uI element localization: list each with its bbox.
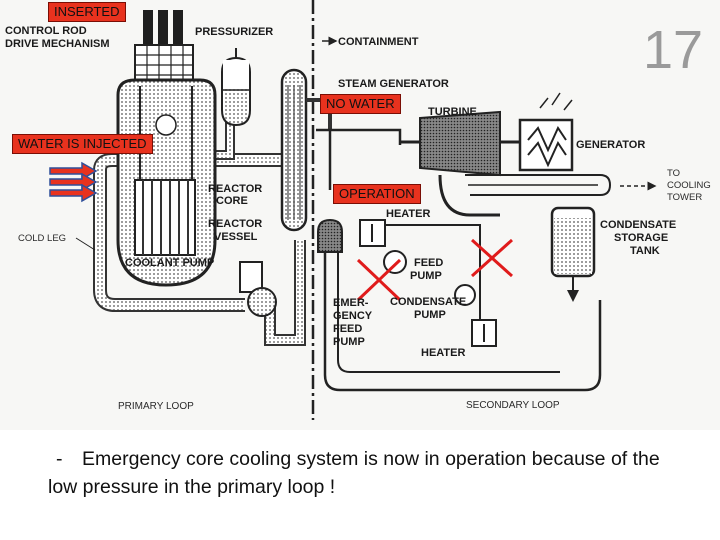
diagram-background — [0, 0, 720, 430]
blocked-cross-left — [356, 258, 402, 302]
callout-inserted: INSERTED — [48, 2, 126, 22]
label-emergency-2: GENCY — [333, 310, 373, 322]
label-to-cooling-2: COOLING — [667, 180, 711, 191]
label-to-cooling-1: TO — [667, 168, 680, 179]
caption-text: Emergency core cooling system is now in … — [48, 448, 660, 498]
cold-leg-pointer — [75, 237, 96, 251]
label-condensate-pump-2: PUMP — [414, 309, 446, 321]
label-to-cooling-3: TOWER — [667, 192, 702, 203]
reactor-core — [134, 179, 196, 256]
label-cold-leg: COLD LEG — [18, 233, 66, 244]
callout-no-water: NO WATER — [320, 94, 401, 114]
label-reactor-core-1: REACTOR — [208, 183, 262, 195]
reactor-vessel — [116, 78, 217, 287]
feedwater-heater-top — [359, 219, 386, 247]
reactor-diagram: CONTROL ROD DRIVE MECHANISM PRESSURIZER … — [0, 0, 720, 430]
caption-dash: - — [56, 448, 63, 470]
label-generator: GENERATOR — [576, 139, 645, 151]
label-secondary-loop: SECONDARY LOOP — [466, 400, 560, 411]
feedwater-heater-bottom — [471, 319, 497, 347]
coolant-pump — [239, 261, 277, 317]
label-heater-top: HEATER — [386, 208, 430, 220]
callout-operation: OPERATION — [333, 184, 421, 204]
slide-number: 17 — [643, 20, 704, 80]
label-turbine: TURBINE — [428, 106, 477, 118]
feed-pump — [383, 250, 407, 274]
label-reactor-vessel-2: VESSEL — [214, 231, 258, 243]
label-condensate-pump-1: CONDENSATE — [390, 296, 466, 308]
label-pressurizer: PRESSURIZER — [195, 26, 273, 38]
label-feed-pump-2: PUMP — [410, 270, 442, 282]
label-condensate-storage-3: TANK — [630, 245, 660, 257]
label-control-rod-2: DRIVE MECHANISM — [5, 38, 110, 50]
label-condensate-storage-1: CONDENSATE — [600, 219, 676, 231]
label-control-rod-1: CONTROL ROD — [5, 25, 87, 37]
label-condensate-storage-2: STORAGE — [614, 232, 668, 244]
emergency-feed-pump — [317, 218, 343, 253]
label-coolant-pump: COOLANT PUMP — [125, 257, 214, 269]
label-emergency-3: FEED — [333, 323, 362, 335]
label-steam-generator: STEAM GENERATOR — [338, 78, 449, 90]
primary-loop-piping — [93, 100, 306, 346]
label-reactor-core-2: CORE — [216, 195, 248, 207]
control-rod-drive — [134, 10, 194, 86]
condenser — [438, 174, 657, 217]
label-emergency-4: PUMP — [333, 336, 365, 348]
pressurizer — [221, 48, 251, 127]
generator — [518, 92, 574, 172]
label-reactor-vessel-1: REACTOR — [208, 218, 262, 230]
caption: -Emergency core cooling system is now in… — [48, 445, 688, 501]
callout-water-injected: WATER IS INJECTED — [12, 134, 153, 154]
label-heater-bottom: HEATER — [421, 347, 465, 359]
label-containment: CONTAINMENT — [338, 36, 419, 48]
blocked-cross-right — [470, 238, 514, 278]
label-emergency-1: EMER- — [333, 297, 369, 309]
injection-arrows — [49, 161, 98, 203]
condensate-storage-tank — [550, 206, 596, 302]
condensate-pump — [454, 284, 476, 306]
label-feed-pump-1: FEED — [414, 257, 443, 269]
label-primary-loop: PRIMARY LOOP — [118, 401, 194, 412]
